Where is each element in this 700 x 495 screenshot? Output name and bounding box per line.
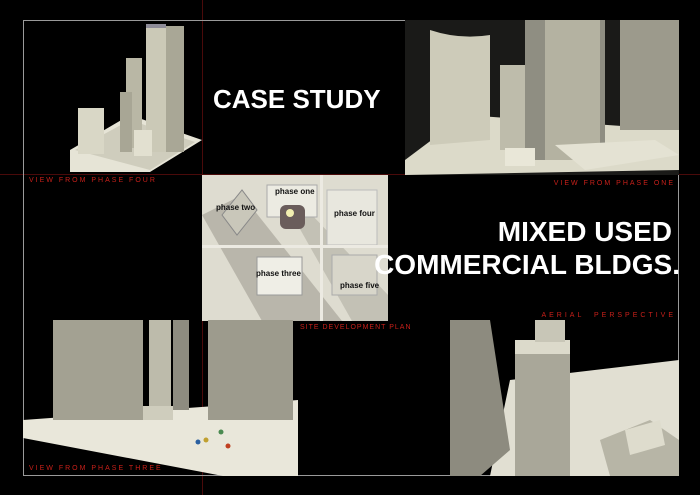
case-study-title: CASE STUDY (213, 84, 381, 114)
render-view-from-phase-four (70, 20, 202, 172)
caption-aerial-perspective: AERIAL PERSPECTIVE (541, 312, 676, 319)
caption-view-from-phase-four: VIEW FROM PHASE FOUR (29, 177, 157, 184)
site-development-plan: phase one phase two phase four phase thr… (202, 175, 388, 321)
render-view-from-phase-one (405, 20, 679, 175)
plan-label-phase-four: phase four (334, 209, 375, 218)
subtitle-line-2: COMMERCIAL BLDGS. (374, 249, 680, 280)
plan-label-phase-two: phase two (216, 203, 256, 212)
caption-view-from-phase-three: VIEW FROM PHASE THREE (29, 465, 163, 472)
caption-view-from-phase-one: VIEW FROM PHASE ONE (553, 180, 675, 187)
plan-label-phase-three: phase three (256, 269, 301, 278)
red-guide-line-horizontal (0, 174, 700, 175)
plan-label-phase-one: phase one (275, 187, 315, 196)
render-view-from-phase-three (23, 320, 298, 476)
subtitle-line-1: MIXED USED (497, 216, 672, 247)
board-frame (23, 20, 679, 476)
caption-site-development-plan: SITE DEVELOPMENT PLAN (300, 324, 412, 331)
render-aerial-perspective (450, 320, 679, 476)
plan-label-phase-five: phase five (340, 281, 380, 290)
